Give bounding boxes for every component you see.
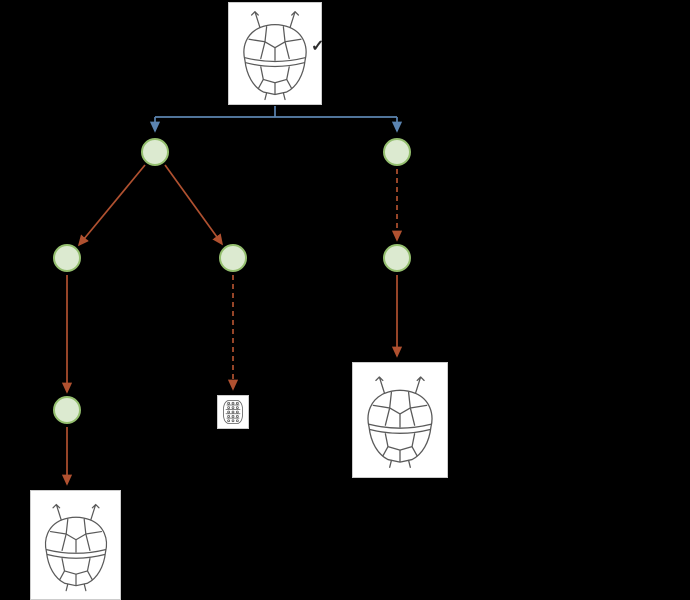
daughter-cell-bottom-image-box [30,490,121,600]
round-cell-right [383,138,411,166]
arrow-left-to-a [77,164,146,247]
cyst-drawing [219,397,247,427]
round-cell-c [383,244,411,272]
round-cell-d [53,396,81,424]
parent-cell-image-box [228,2,322,105]
armored-cell-drawing [35,496,117,595]
daughter-cell-right-image-box [352,362,448,478]
small-cyst-image-box [217,395,249,429]
armored-cell-drawing [233,5,317,102]
round-cell-b [219,244,247,272]
arrow-left-to-b [164,164,223,246]
armored-cell-drawing [357,368,443,472]
round-cell-a [53,244,81,272]
round-cell-left [141,138,169,166]
bracket-parent-division [149,106,403,133]
